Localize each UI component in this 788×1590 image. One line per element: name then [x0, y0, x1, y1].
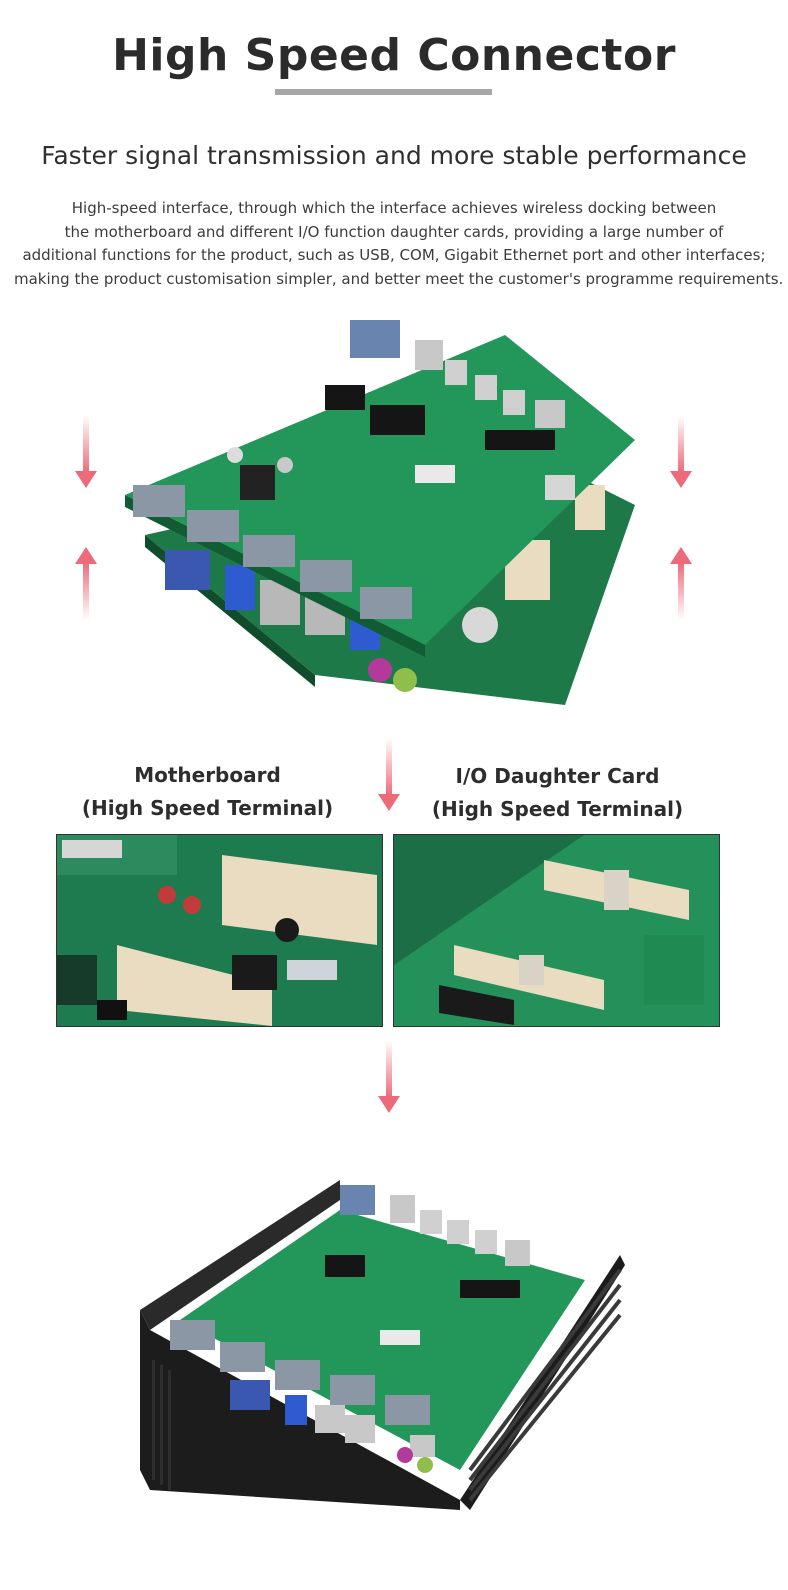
motherboard-label: Motherboard (High Speed Terminal)	[60, 759, 355, 825]
description-line: the motherboard and different I/O functi…	[64, 222, 724, 241]
daughter-card-closeup-image	[393, 834, 720, 1027]
title-underline	[275, 89, 492, 95]
description-line: making the product customisation simpler…	[14, 269, 784, 288]
assembled-unit-image	[140, 1170, 630, 1510]
arrow-down-icon	[75, 415, 97, 488]
motherboard-label-line: Motherboard	[134, 763, 281, 787]
description: High-speed interface, through which the …	[14, 197, 784, 291]
arrow-down-icon	[378, 1040, 400, 1113]
daughter-card-label-line: I/O Daughter Card	[455, 764, 660, 788]
arrow-down-icon	[378, 738, 400, 811]
arrow-up-icon	[670, 547, 692, 620]
page-title: High Speed Connector	[112, 30, 676, 81]
stacked-boards-image	[125, 315, 645, 710]
daughter-card-label: I/O Daughter Card (High Speed Terminal)	[410, 760, 705, 826]
daughter-card-label-line: (High Speed Terminal)	[431, 797, 684, 821]
description-line: additional functions for the product, su…	[22, 246, 766, 264]
arrow-down-icon	[670, 415, 692, 488]
page-subtitle: Faster signal transmission and more stab…	[41, 141, 747, 170]
description-line: High-speed interface, through which the …	[71, 199, 717, 217]
arrow-up-icon	[75, 547, 97, 620]
motherboard-label-line: (High Speed Terminal)	[81, 796, 334, 820]
motherboard-closeup-image	[56, 834, 383, 1027]
